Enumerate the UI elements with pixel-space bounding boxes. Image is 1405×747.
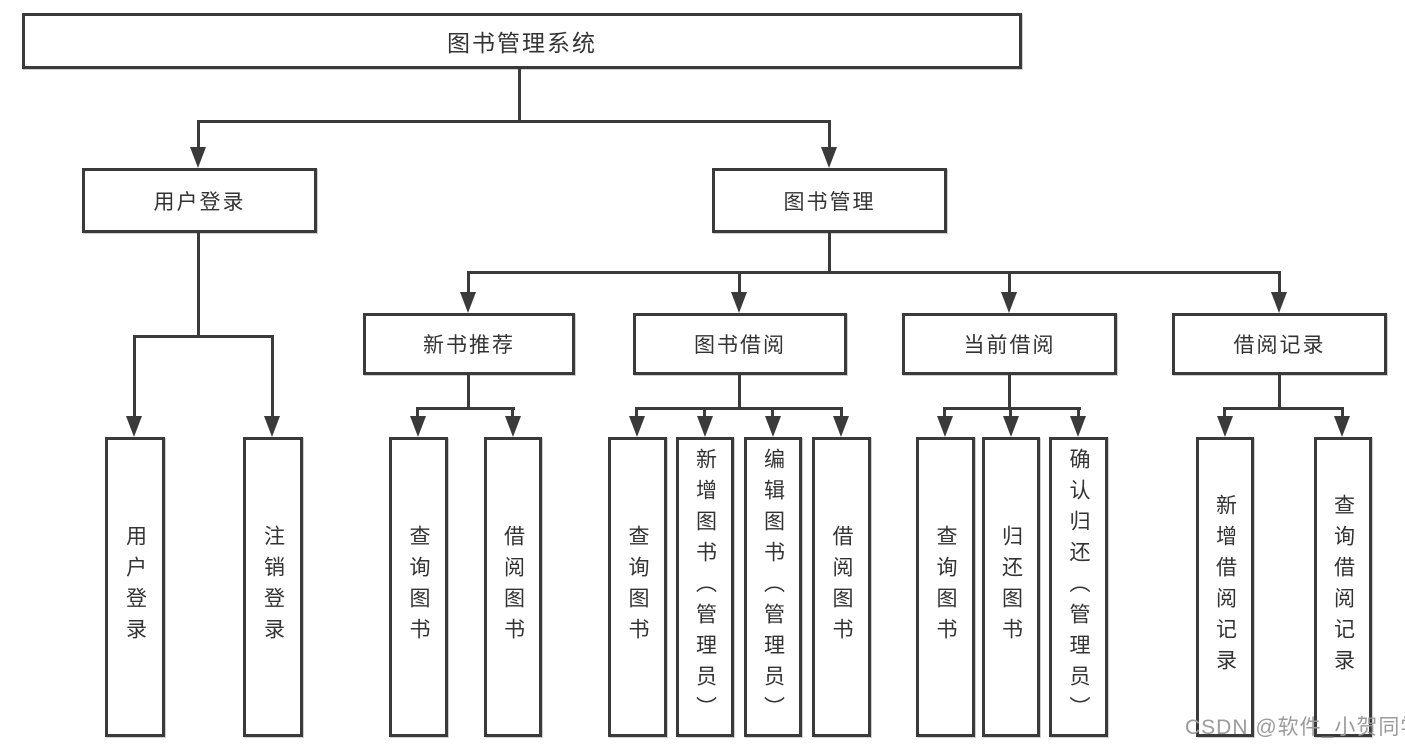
edge-to-book-mgmt bbox=[828, 120, 831, 148]
arrowhead-book-mgmt bbox=[821, 147, 837, 168]
edge-root-rail bbox=[197, 120, 831, 123]
node-borrow-records-label: 借阅记录 bbox=[1233, 334, 1326, 357]
leaf-bb-add-books-admin: 新增图书（管理员） bbox=[676, 437, 734, 737]
leaf-bb-edit-books-admin-label: 编辑图书（管理员） bbox=[761, 447, 785, 727]
arrowhead-br-leaf2 bbox=[1334, 416, 1350, 437]
edge-bb-leaf2 bbox=[703, 407, 706, 417]
edge-book-mgmt-stem bbox=[828, 233, 831, 271]
leaf-bb-add-books-admin-label: 新增图书（管理员） bbox=[693, 447, 717, 727]
node-book-borrow: 图书借阅 bbox=[633, 313, 847, 375]
edge-current-borrow-rail bbox=[944, 407, 1081, 410]
node-current-borrow: 当前借阅 bbox=[902, 313, 1117, 375]
edge-bb-leaf1 bbox=[635, 407, 638, 417]
edge-to-leaf-login bbox=[133, 335, 136, 417]
leaf-br-add-record: 新增借阅记录 bbox=[1196, 437, 1254, 737]
leaf-cb-query-books-label: 查询图书 bbox=[934, 525, 957, 649]
leaf-nb-query-books-label: 查询图书 bbox=[407, 525, 430, 649]
arrowhead-br-leaf1 bbox=[1217, 416, 1233, 437]
edge-book-borrow-rail bbox=[636, 407, 843, 410]
edge-nb-leaf2 bbox=[511, 407, 514, 417]
node-book-mgmt: 图书管理 bbox=[712, 168, 947, 233]
leaf-bb-borrow-books-label: 借阅图书 bbox=[830, 525, 853, 649]
edge-new-books-rail bbox=[417, 407, 515, 410]
node-library-system: 图书管理系统 bbox=[22, 13, 1022, 69]
csdn-watermark: CSDN @软件_小贺同学 bbox=[1185, 716, 1405, 739]
arrowhead-leaf-logout bbox=[264, 416, 280, 437]
edge-to-new-books bbox=[467, 271, 470, 293]
edge-to-current-borrow bbox=[1008, 271, 1011, 293]
node-borrow-records: 借阅记录 bbox=[1172, 313, 1387, 375]
edge-root-stem bbox=[518, 69, 521, 120]
edge-user-login-stem bbox=[197, 233, 200, 335]
edge-to-user-login bbox=[197, 120, 200, 148]
edge-to-leaf-logout bbox=[271, 335, 274, 417]
arrowhead-current-borrow bbox=[1001, 292, 1017, 313]
leaf-logout: 注销登录 bbox=[243, 437, 303, 737]
edge-borrow-records-stem bbox=[1278, 375, 1281, 407]
edge-current-borrow-stem bbox=[1008, 375, 1011, 407]
node-user-login: 用户登录 bbox=[82, 168, 317, 233]
leaf-logout-label: 注销登录 bbox=[261, 525, 285, 649]
arrowhead-leaf-login bbox=[126, 416, 142, 437]
leaf-bb-query-books-label: 查询图书 bbox=[626, 525, 649, 649]
arrowhead-bb-leaf3 bbox=[765, 416, 781, 437]
leaf-nb-borrow-books-label: 借阅图书 bbox=[501, 525, 525, 649]
leaf-bb-query-books: 查询图书 bbox=[608, 437, 667, 737]
arrowhead-new-books bbox=[460, 292, 476, 313]
edge-to-book-borrow bbox=[738, 271, 741, 293]
leaf-br-add-record-label: 新增借阅记录 bbox=[1213, 494, 1237, 680]
leaf-cb-confirm-return-admin: 确认归还（管理员） bbox=[1049, 437, 1108, 737]
arrowhead-book-borrow bbox=[731, 292, 747, 313]
leaf-cb-confirm-return-admin-label: 确认归还（管理员） bbox=[1067, 447, 1090, 727]
arrowhead-nb-leaf2 bbox=[505, 416, 521, 437]
edge-br-leaf2 bbox=[1341, 407, 1344, 417]
edge-cb-leaf3 bbox=[1077, 407, 1080, 417]
leaf-nb-query-books: 查询图书 bbox=[389, 437, 448, 737]
node-library-system-label: 图书管理系统 bbox=[447, 30, 597, 56]
edge-nb-leaf1 bbox=[416, 407, 419, 417]
edge-cb-leaf1 bbox=[943, 407, 946, 417]
leaf-user-login: 用户登录 bbox=[105, 437, 165, 737]
leaf-bb-edit-books-admin: 编辑图书（管理员） bbox=[744, 437, 802, 737]
leaf-cb-return-books: 归还图书 bbox=[982, 437, 1040, 737]
edge-cb-leaf2 bbox=[1009, 407, 1012, 417]
edge-new-books-stem bbox=[467, 375, 470, 407]
arrowhead-borrow-records bbox=[1271, 292, 1287, 313]
arrowhead-cb-leaf2 bbox=[1003, 416, 1019, 437]
edge-book-borrow-stem bbox=[738, 375, 741, 407]
arrowhead-bb-leaf4 bbox=[833, 416, 849, 437]
edge-bb-leaf3 bbox=[771, 407, 774, 417]
arrowhead-cb-leaf1 bbox=[937, 416, 953, 437]
edge-book-mgmt-rail bbox=[467, 271, 1281, 274]
leaf-user-login-label: 用户登录 bbox=[123, 525, 147, 649]
arrowhead-bb-leaf1 bbox=[629, 416, 645, 437]
node-current-borrow-label: 当前借阅 bbox=[963, 334, 1056, 357]
node-book-borrow-label: 图书借阅 bbox=[694, 334, 786, 357]
leaf-cb-return-books-label: 归还图书 bbox=[999, 525, 1023, 649]
edge-br-leaf1 bbox=[1223, 407, 1226, 417]
node-user-login-label: 用户登录 bbox=[153, 190, 246, 214]
edge-bb-leaf4 bbox=[840, 407, 843, 417]
leaf-br-query-record: 查询借阅记录 bbox=[1314, 437, 1372, 737]
node-new-books-label: 新书推荐 bbox=[423, 334, 515, 357]
arrowhead-bb-leaf2 bbox=[697, 416, 713, 437]
edge-to-borrow-records bbox=[1278, 271, 1281, 293]
node-book-mgmt-label: 图书管理 bbox=[783, 190, 876, 214]
leaf-nb-borrow-books: 借阅图书 bbox=[484, 437, 542, 737]
arrowhead-cb-leaf3 bbox=[1070, 416, 1086, 437]
arrowhead-user-login bbox=[190, 147, 206, 168]
leaf-cb-query-books: 查询图书 bbox=[916, 437, 975, 737]
edge-borrow-records-rail bbox=[1224, 407, 1343, 410]
arrowhead-nb-leaf1 bbox=[410, 416, 426, 437]
edge-user-login-rail bbox=[133, 335, 274, 338]
leaf-br-query-record-label: 查询借阅记录 bbox=[1331, 494, 1355, 680]
node-new-books: 新书推荐 bbox=[363, 313, 575, 375]
leaf-bb-borrow-books: 借阅图书 bbox=[812, 437, 871, 737]
